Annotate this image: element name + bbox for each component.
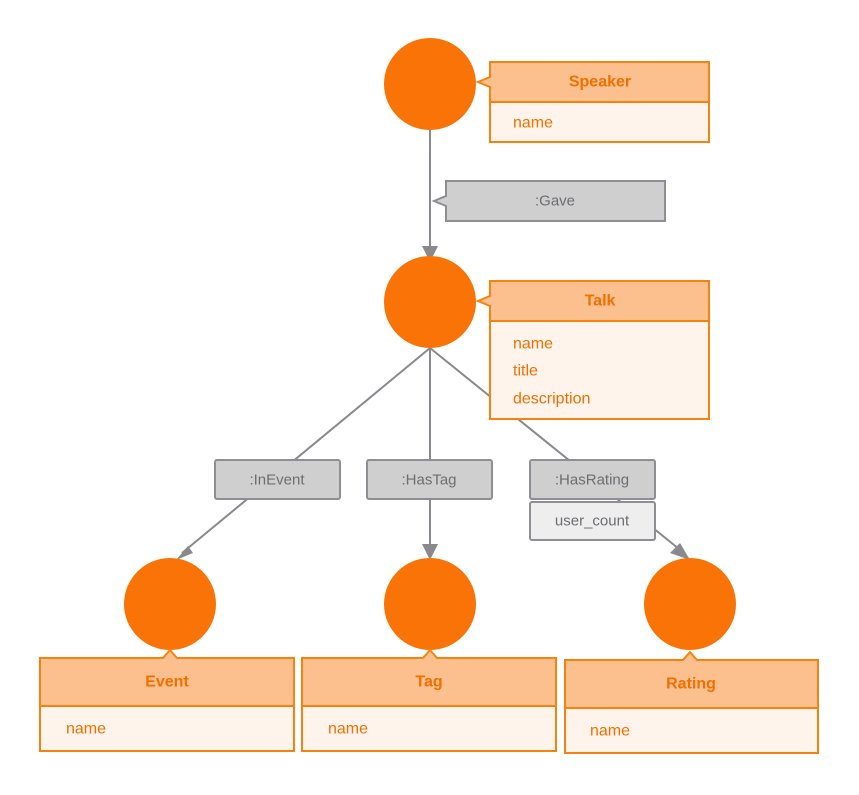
talk-label-title: Talk <box>585 293 616 310</box>
event-properties-box <box>39 705 295 752</box>
relationship-in-event-label: :InEvent <box>249 472 305 489</box>
event-label-title: Event <box>145 674 189 691</box>
node-event <box>124 558 216 650</box>
rating-property-name: name <box>590 723 630 740</box>
arrowhead-gave <box>422 246 438 262</box>
tag-label-card: Tag name <box>301 648 557 752</box>
tag-property-name: name <box>328 721 368 738</box>
arrowhead-has-tag <box>422 544 438 560</box>
tag-label-title: Tag <box>415 674 442 691</box>
speaker-label-header <box>475 61 710 103</box>
talk-property-name: name <box>513 336 553 353</box>
relationship-in-event-box <box>214 459 341 500</box>
edge-in-event <box>181 347 431 554</box>
speaker-property-name: name <box>513 115 553 132</box>
relationship-gave: :Gave <box>431 180 666 222</box>
relationship-has-tag: :HasTag <box>366 459 493 500</box>
tag-properties-box <box>301 705 557 752</box>
rating-label-title: Rating <box>666 676 716 693</box>
event-property-name: name <box>66 721 106 738</box>
speaker-label-card: Speaker name <box>475 61 710 143</box>
relationship-gave-box <box>431 180 666 222</box>
relationship-has-tag-label: :HasTag <box>401 472 456 489</box>
arrowhead-in-event <box>176 546 193 560</box>
relationship-has-rating-label: :HasRating <box>555 472 629 489</box>
relationship-gave-label: :Gave <box>535 193 575 210</box>
arrowhead-has-rating <box>670 543 690 560</box>
relationship-in-event: :InEvent <box>214 459 341 500</box>
talk-property-description: description <box>513 391 590 408</box>
rating-properties-box <box>564 707 819 754</box>
rating-label-card: Rating name <box>564 650 819 754</box>
node-tag <box>384 558 476 650</box>
speaker-label-title: Speaker <box>569 74 631 91</box>
node-rating <box>644 558 736 650</box>
relationship-has-rating-box <box>529 459 656 500</box>
talk-property-title: title <box>513 363 538 380</box>
relationship-has-rating-property-box <box>529 501 656 541</box>
node-talk <box>384 256 476 348</box>
relationship-has-rating: :HasRating user_count <box>529 459 656 541</box>
talk-label-header <box>475 280 710 322</box>
relationship-has-tag-box <box>366 459 493 500</box>
relationship-has-rating-property: user_count <box>555 513 630 530</box>
talk-properties-box <box>489 320 710 420</box>
event-label-card: Event name <box>39 648 295 752</box>
node-speaker <box>384 38 476 130</box>
talk-label-card: Talk name title description <box>475 280 710 420</box>
speaker-properties-box <box>489 101 710 143</box>
